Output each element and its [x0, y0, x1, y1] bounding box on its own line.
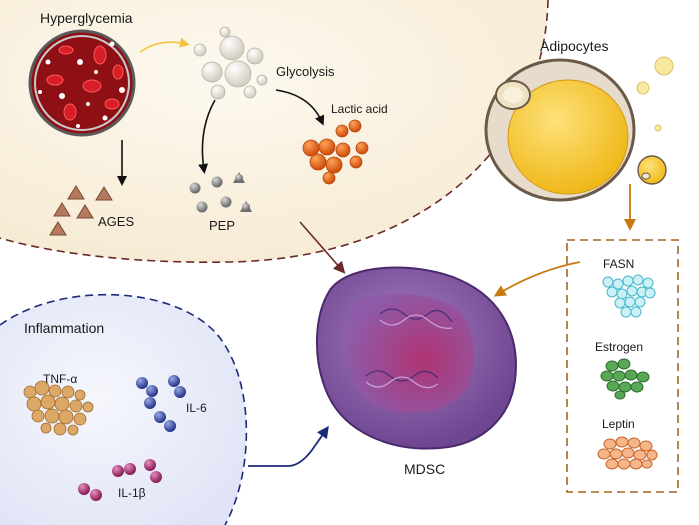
arrow-adipokines-to-mdsc — [493, 261, 581, 297]
pep-molecules-icon — [189, 172, 252, 213]
leptin-molecule-icon — [597, 436, 658, 470]
ages-label: AGES — [98, 214, 134, 229]
leptin-label: Leptin — [602, 417, 635, 431]
arrow-glycolysis-to-pep — [198, 99, 216, 174]
hyperglycemia-blood-icon — [28, 29, 136, 137]
fasn-label: FASN — [603, 257, 634, 271]
mdsc-label: MDSC — [404, 461, 445, 477]
inflammation-label: Inflammation — [24, 320, 104, 336]
ages-triangles-icon — [49, 185, 113, 236]
tnf-alpha-label: TNF-α — [43, 372, 77, 386]
estrogen-molecule-icon — [600, 358, 650, 400]
estrogen-label: Estrogen — [595, 340, 643, 354]
glucose-cluster-icon — [193, 26, 268, 100]
dna-helix-icon — [365, 308, 453, 389]
mdsc-nucleus — [347, 293, 474, 413]
mdsc-cell-icon — [315, 266, 517, 450]
tnf-alpha-protein-icon — [23, 380, 94, 436]
inflammation-region — [0, 294, 247, 525]
adipocytes-label: Adipocytes — [540, 38, 608, 54]
arrow-hyperglycemia-to-glycolysis — [139, 37, 190, 53]
il1b-molecules-icon — [78, 459, 162, 501]
il1b-label: IL-1β — [118, 486, 146, 500]
arrow-metabolism-to-mdsc — [299, 221, 346, 274]
inflammation-region-border — [0, 293, 248, 525]
arrow-glycolysis-to-lactic — [275, 89, 325, 126]
adipocyte-small-cells-icon — [636, 56, 674, 185]
arrow-inflammation-to-mdsc — [248, 425, 329, 467]
lactic-acid-cluster-icon — [302, 119, 369, 185]
adipocyte-large-icon — [484, 58, 636, 202]
metabolic-region — [0, 0, 548, 263]
pep-label: PEP — [209, 218, 235, 233]
fasn-molecule-icon — [602, 274, 656, 318]
il6-molecules-icon — [136, 375, 186, 432]
hyperglycemia-label: Hyperglycemia — [40, 10, 133, 26]
lactic-acid-label: Lactic acid — [331, 102, 388, 116]
il6-label: IL-6 — [186, 401, 207, 415]
glycolysis-label: Glycolysis — [276, 64, 335, 79]
